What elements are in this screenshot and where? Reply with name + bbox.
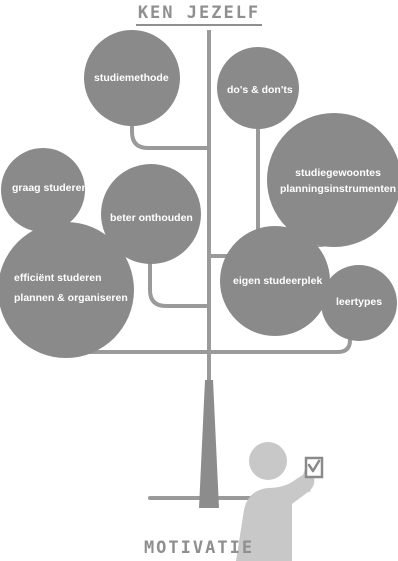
label-efficient-line1: efficiënt studeren bbox=[14, 272, 102, 284]
label-dos-donts: do's & don'ts bbox=[227, 84, 293, 96]
label-leertypes: leertypes bbox=[336, 296, 383, 308]
label-efficient: efficiënt studeren plannen & organiseren bbox=[14, 270, 128, 306]
checkbox-icon bbox=[304, 456, 324, 479]
person-holding-checkbox-icon bbox=[236, 442, 317, 561]
label-studiemethode: studiemethode bbox=[94, 72, 169, 84]
label-graag-studeren: graag studeren bbox=[12, 182, 88, 194]
label-studiegewoontes: studiegewoontes planningsinstrumenten bbox=[280, 165, 396, 197]
leaf-dos-donts bbox=[217, 47, 299, 129]
label-efficient-line2: plannen & organiseren bbox=[14, 292, 128, 304]
diagram-footer: MOTIVATIE bbox=[143, 538, 255, 558]
trunk-base bbox=[199, 380, 219, 508]
branch-leertypes bbox=[208, 323, 352, 354]
leaf-studiegewoontes bbox=[267, 113, 398, 247]
leaf-graag-studeren bbox=[1, 148, 85, 232]
leaf-eigen-studeerplek bbox=[220, 226, 330, 336]
branch-studiemethode bbox=[130, 110, 211, 150]
label-studiegewoontes-line2: planningsinstrumenten bbox=[280, 183, 397, 195]
diagram-title: KEN JEZELF bbox=[0, 3, 398, 26]
leaf-studiemethode bbox=[84, 30, 180, 126]
leaf-efficient bbox=[0, 222, 134, 358]
label-eigen-studeerplek: eigen studeerplek bbox=[233, 275, 323, 287]
leaves bbox=[0, 30, 398, 358]
label-studiegewoontes-line1: studiegewoontes bbox=[295, 167, 381, 179]
leaf-leertypes bbox=[321, 265, 397, 341]
label-beter-onthouden: beter onthouden bbox=[110, 212, 193, 224]
branch-beter-onthouden bbox=[148, 230, 211, 308]
leaf-beter-onthouden bbox=[101, 164, 201, 264]
